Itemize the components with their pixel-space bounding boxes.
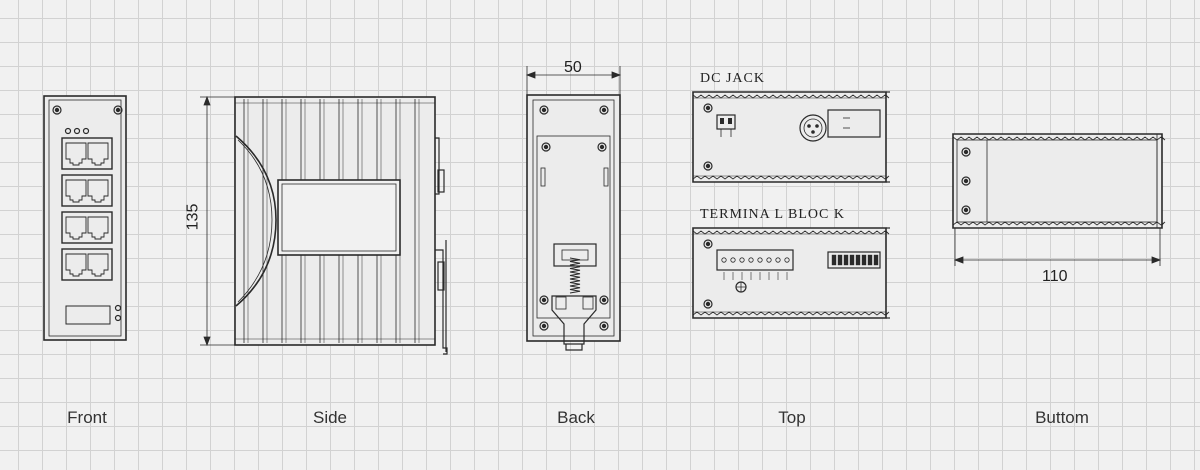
rj45-port (65, 253, 87, 277)
rj45-port (65, 179, 87, 203)
top-view-terminal-block (692, 227, 890, 319)
side-view (200, 95, 448, 355)
rj45-port (87, 142, 109, 166)
dimension-width (525, 66, 622, 95)
dimension-depth (953, 228, 1162, 266)
front-view (43, 95, 127, 341)
rj45-port (87, 216, 109, 240)
front-view-label: Front (67, 408, 107, 427)
top-view-label: Top (778, 408, 806, 427)
terminal-block-caption: TERMINA L BLOC K (700, 207, 845, 222)
dimension-height (200, 95, 235, 347)
back-view (525, 66, 622, 351)
led-indicators (64, 127, 90, 135)
bottom-view (952, 133, 1166, 266)
back-view-label: Back (557, 408, 595, 427)
top-view-dc-jack (692, 91, 890, 183)
rj45-port (65, 216, 87, 240)
rj45-port (65, 142, 87, 166)
rj45-port (87, 253, 109, 277)
dc-jack-caption: DC JACK (700, 71, 765, 86)
dimension-width-value: 50 (564, 59, 582, 76)
dimension-depth-value: 110 (1042, 268, 1068, 285)
mounting-screws (539, 105, 609, 331)
dimension-height-value: 135 (184, 203, 202, 231)
bottom-view-label: Buttom (1035, 408, 1089, 427)
rj45-port (87, 179, 109, 203)
rj45-ports (61, 137, 113, 281)
terminal-pins (721, 257, 790, 280)
dip-switches (831, 254, 879, 266)
din-clip (551, 243, 597, 351)
din-rail-clip (435, 137, 448, 355)
side-view-label: Side (312, 408, 348, 427)
